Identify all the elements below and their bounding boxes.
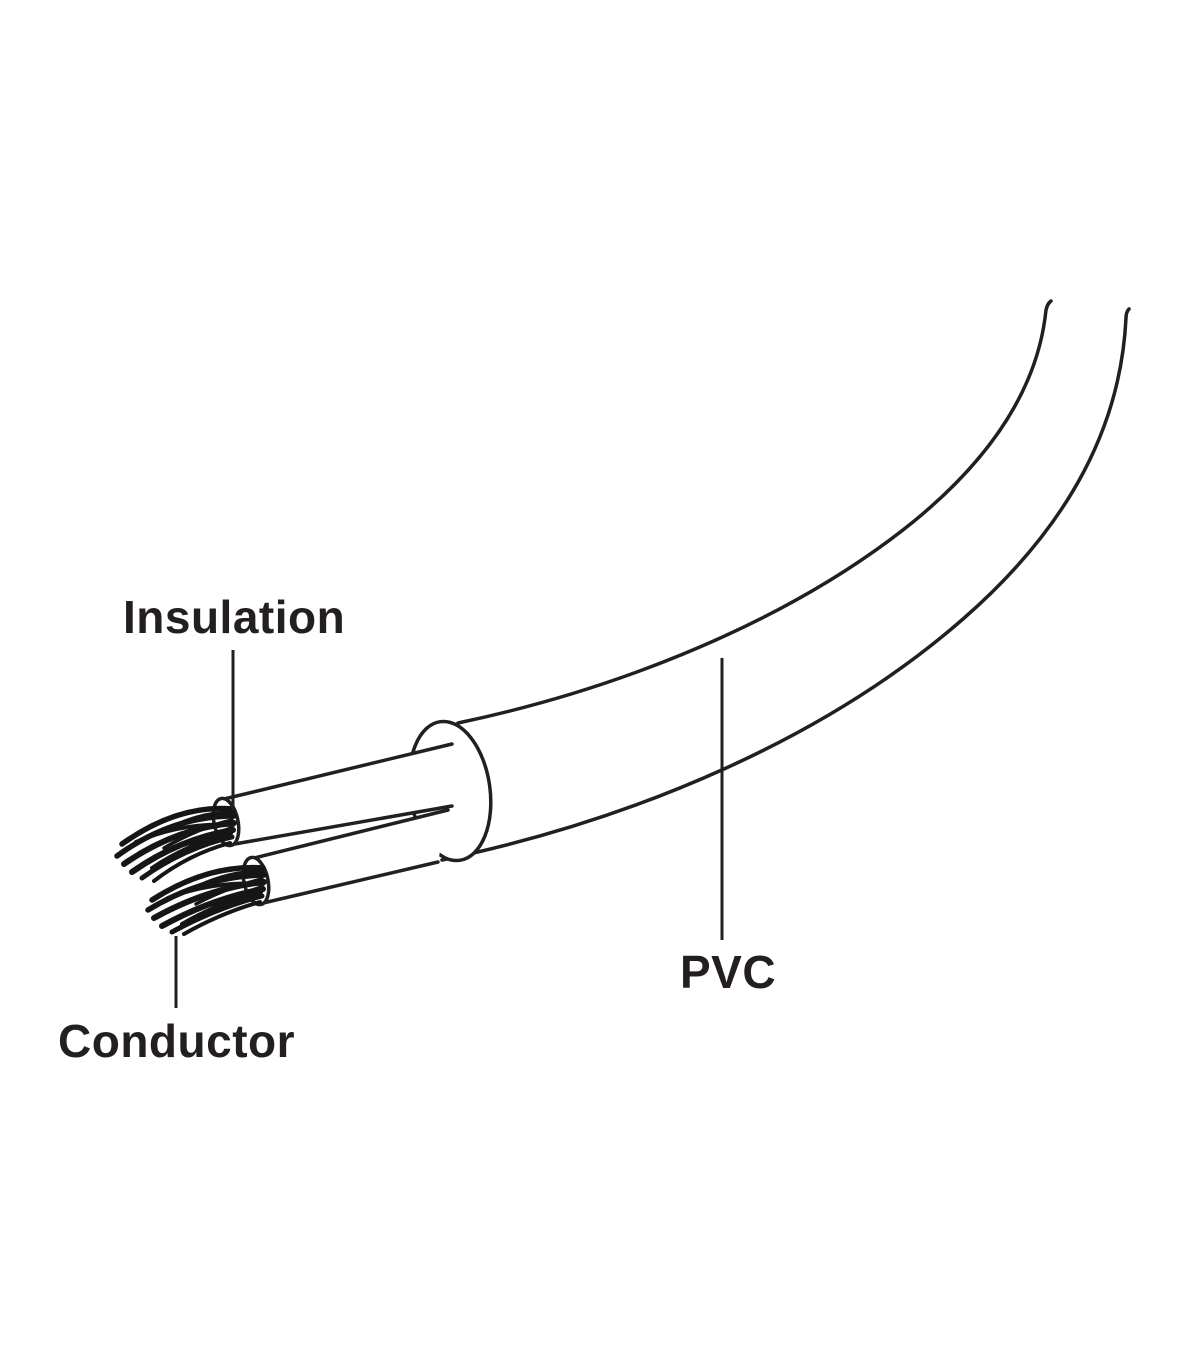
lower-wire-insulation-edges	[252, 808, 450, 906]
upper-wire-insulation-body	[224, 744, 452, 845]
pvc-label: PVC	[680, 946, 776, 998]
lower-wire-insulation-body	[254, 810, 448, 904]
upper-wire-insulation-edges	[222, 742, 454, 847]
cable-jacket-top-edge	[456, 299, 1053, 725]
conductor-label: Conductor	[58, 1015, 295, 1067]
lower-conductor-strands	[145, 864, 267, 936]
insulation-label: Insulation	[123, 591, 345, 643]
cable-jacket-body	[442, 310, 1126, 860]
upper-conductor-strands	[114, 805, 237, 883]
cable-jacket-bottom-edge	[440, 307, 1131, 862]
